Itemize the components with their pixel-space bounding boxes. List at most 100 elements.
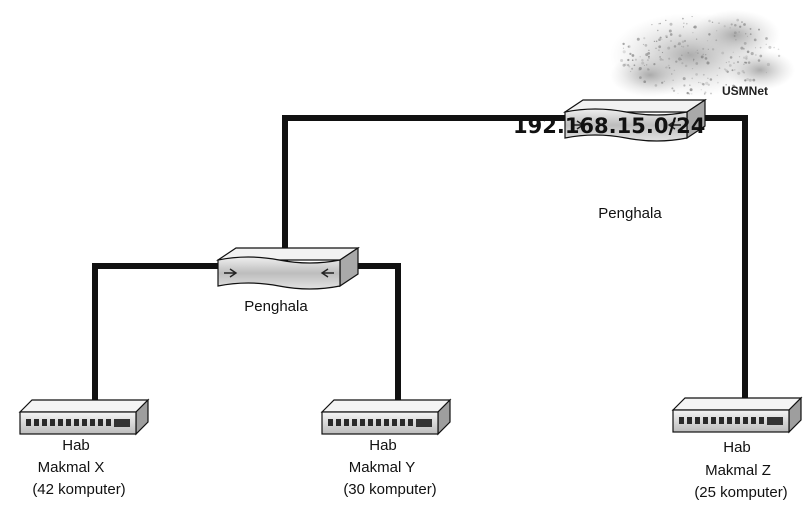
hub-port: [328, 419, 333, 426]
cloud-speckle: [705, 53, 707, 56]
cloud-speckle: [672, 89, 676, 92]
cloud-speckle: [708, 33, 711, 36]
cloud-speckle: [627, 45, 630, 48]
hub-port: [743, 417, 748, 424]
hub-port: [376, 419, 381, 426]
cloud-speckle: [659, 22, 661, 25]
cloud-speckle: [631, 67, 634, 70]
cloud-speckle: [648, 49, 650, 52]
cloud-speckle: [706, 61, 710, 65]
cloud-speckle: [683, 22, 685, 24]
hub-port: [392, 419, 397, 426]
cloud-speckle: [747, 61, 751, 64]
cloud-speckle: [675, 60, 678, 63]
cloud-speckle: [661, 81, 664, 84]
cloud-speckle: [620, 58, 624, 63]
cloud-speckle: [705, 81, 709, 85]
cloud-speckle: [734, 24, 737, 27]
cloud-speckle: [678, 34, 682, 38]
cloud-speckle: [629, 52, 632, 56]
cloud-speckle: [729, 27, 731, 29]
cloud-speckle: [738, 31, 741, 33]
cloud-speckle: [743, 63, 745, 66]
hub-port: [408, 419, 413, 426]
hub-port: [711, 417, 716, 424]
cloud-speckle: [691, 77, 694, 80]
cloud-speckle: [655, 40, 658, 43]
cloud-label: USMNet: [722, 84, 769, 98]
cloud-speckle: [643, 37, 646, 40]
cloud-speckle: [692, 32, 694, 34]
cloud-speckle: [707, 77, 709, 80]
cloud-speckle: [639, 56, 641, 58]
hub-port: [352, 419, 357, 426]
cloud-speckle: [677, 92, 679, 94]
cloud-speckle: [682, 77, 686, 81]
cloud-speckle: [708, 19, 711, 23]
cloud-speckle: [728, 90, 731, 93]
cloud-speckle: [680, 58, 682, 61]
hub-port: [82, 419, 87, 426]
cloud-speckle: [759, 46, 762, 49]
cloud-speckle: [647, 52, 651, 55]
hub-port: [360, 419, 365, 426]
cloud-speckle: [702, 53, 705, 56]
cloud-speckle: [702, 83, 705, 86]
router-label-mid: Penghala: [244, 298, 308, 315]
cloud-speckle: [648, 57, 650, 60]
cloud-speckle: [691, 67, 694, 70]
cloud-speckle: [700, 89, 702, 91]
cloud-speckle: [737, 88, 740, 91]
cloud-speckle: [693, 60, 695, 62]
cloud-speckle: [700, 55, 704, 59]
cloud-speckle: [721, 51, 725, 55]
cloud-speckle: [683, 39, 687, 43]
cloud-speckle: [658, 45, 662, 49]
cloud-speckle: [704, 91, 707, 94]
cloud-speckle: [717, 81, 719, 84]
cloud-speckle: [622, 47, 625, 49]
hub-port: [66, 419, 71, 426]
cloud-speckle: [691, 16, 693, 18]
cloud-speckle: [695, 62, 699, 65]
cloud-speckle: [665, 36, 668, 39]
hub-port: [679, 417, 684, 424]
cloud-speckle: [750, 52, 754, 56]
cloud-speckle: [702, 47, 705, 50]
cloud-speckle: [696, 49, 698, 52]
cloud-speckle: [641, 61, 645, 65]
link-mid-router-to-hub-x: [92, 263, 222, 408]
hub-port: [719, 417, 724, 424]
cloud-speckle: [741, 69, 745, 73]
cloud-speckle: [744, 79, 747, 82]
hub-port: [703, 417, 708, 424]
cloud-speckle: [746, 35, 749, 37]
cloud-speckle: [673, 45, 677, 48]
cloud-speckle: [669, 22, 673, 26]
hub-icon: [18, 398, 150, 436]
cloud-speckle: [706, 40, 709, 42]
cloud-speckle: [668, 57, 671, 60]
cloud-speckle: [745, 55, 748, 58]
cloud-speckle: [678, 57, 682, 61]
cloud-speckle: [773, 46, 775, 49]
cloud-speckle: [629, 70, 632, 73]
hub-port: [727, 417, 732, 424]
cloud-speckle: [744, 61, 746, 64]
cloud-speckle: [700, 82, 702, 84]
cloud-speckle: [681, 62, 684, 65]
hub-y-type: Hab: [369, 437, 397, 454]
cloud-speckle: [689, 88, 693, 92]
cloud-speckle: [754, 54, 757, 56]
cloud-speckle: [749, 33, 752, 36]
cloud-speckle: [647, 55, 650, 58]
cloud-speckle: [711, 48, 715, 51]
cloud-speckle: [735, 39, 737, 41]
hub-port: [336, 419, 341, 426]
hub-port: [400, 419, 405, 426]
cloud-speckle: [633, 64, 636, 67]
cloud-speckle: [682, 17, 684, 20]
cloud-speckle: [745, 33, 747, 35]
cloud-speckle: [716, 74, 718, 76]
router-icon: [216, 246, 360, 290]
